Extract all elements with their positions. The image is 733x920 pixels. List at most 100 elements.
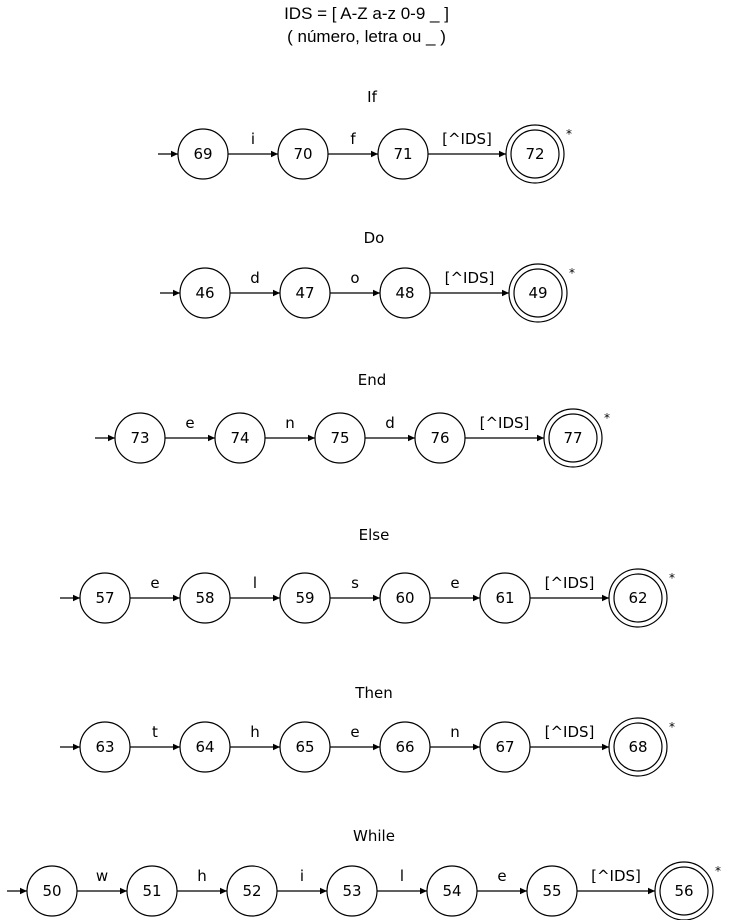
state: 73 [114,412,166,464]
final-state: 77 [543,408,603,468]
state-inner-ring [513,268,563,318]
state: 60 [379,572,431,624]
state-inner-ring [548,413,598,463]
automaton-title: While [353,827,395,845]
state-circle [279,572,331,624]
transition-label: e [450,574,459,592]
state-label: 48 [395,284,414,302]
state-circle [277,128,329,180]
transition-label: l [253,574,257,592]
state-circle [126,865,178,917]
state-circle [314,412,366,464]
state-circle [79,572,131,624]
state: 54 [426,865,478,917]
state-label: 57 [95,589,114,607]
state-label: 72 [525,145,544,163]
state: 74 [214,412,266,464]
state-label: 46 [195,284,214,302]
state-circle [377,128,429,180]
state: 47 [279,267,331,319]
transition-label: i [251,130,255,148]
final-marker: * [669,720,675,734]
transition-label: e [350,723,359,741]
state-label: 69 [193,145,212,163]
automaton-title: End [358,371,387,389]
state-circle [114,412,166,464]
state-circle [479,572,531,624]
state-label: 61 [495,589,514,607]
final-marker: * [715,864,721,878]
final-state: 49 [508,263,568,323]
state: 61 [479,572,531,624]
state-circle [279,267,331,319]
transition-label: [^IDS] [445,269,495,287]
state-label: 59 [295,589,314,607]
transition-label: d [385,414,395,432]
state-label: 62 [628,589,647,607]
state: 63 [79,721,131,773]
state-circle [79,721,131,773]
transition-label: [^IDS] [591,867,641,885]
final-state: 68 [608,717,668,777]
state-label: 66 [395,738,414,756]
transition-label: i [300,867,304,885]
final-state: 72 [505,124,565,184]
transition-label: n [285,414,295,432]
state-label: 75 [330,429,349,447]
state: 64 [179,721,231,773]
state-label: 58 [195,589,214,607]
state-circle [379,572,431,624]
transition-label: f [350,130,356,148]
state-label: 50 [42,882,61,900]
transition-label: [^IDS] [545,723,595,741]
state-circle [179,721,231,773]
state: 76 [414,412,466,464]
transition-label: e [185,414,194,432]
state-label: 49 [528,284,547,302]
transition-label: t [152,723,158,741]
state-label: 76 [430,429,449,447]
transition-label: [^IDS] [545,574,595,592]
state-label: 67 [495,738,514,756]
state: 55 [526,865,578,917]
state: 66 [379,721,431,773]
transition-label: h [250,723,260,741]
ids-definition: IDS = [ A-Z a-z 0-9 _ ] [284,4,449,23]
transition-label: o [350,269,359,287]
ids-description: ( número, letra ou _ ) [287,27,446,46]
state-label: 73 [130,429,149,447]
state-label: 65 [295,738,314,756]
state-label: 68 [628,738,647,756]
state: 51 [126,865,178,917]
state-label: 63 [95,738,114,756]
state-label: 64 [195,738,214,756]
state-label: 56 [674,882,693,900]
state: 46 [179,267,231,319]
state-circle [479,721,531,773]
transition-label: e [150,574,159,592]
state-label: 51 [142,882,161,900]
state-inner-ring [659,866,709,916]
state-label: 74 [230,429,249,447]
state: 59 [279,572,331,624]
state: 52 [226,865,278,917]
transition-label: [^IDS] [480,414,530,432]
state-label: 54 [442,882,461,900]
final-marker: * [669,571,675,585]
state-label: 77 [563,429,582,447]
state-inner-ring [613,573,663,623]
state-inner-ring [510,129,560,179]
state: 69 [177,128,229,180]
state: 50 [26,865,78,917]
automaton-title: Else [359,526,390,544]
final-state: 62 [608,568,668,628]
state: 58 [179,572,231,624]
state-circle [326,865,378,917]
state-label: 60 [395,589,414,607]
final-state: 56 [654,861,714,920]
state-circle [279,721,331,773]
